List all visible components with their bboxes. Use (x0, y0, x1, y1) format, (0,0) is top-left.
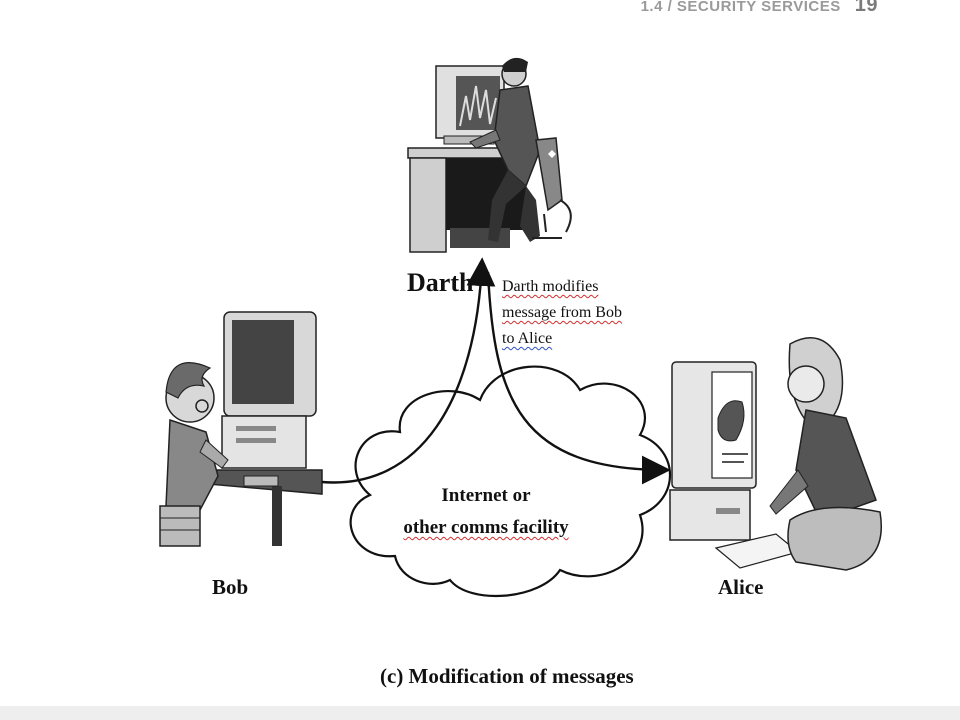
note-line-3: to Alice (502, 330, 553, 347)
footer-bar (0, 706, 960, 720)
alice-illustration (669, 337, 882, 571)
section-title: 1.4 / SECURITY SERVICES (640, 0, 841, 15)
darth-illustration (407, 57, 572, 253)
figure-caption: (c) Modification of messages (380, 664, 634, 688)
note-line-2: message from Bob (502, 304, 622, 321)
darth-to-alice-arrow (486, 271, 671, 485)
bob-illustration (159, 311, 323, 547)
page-header: 1.4 / SECURITY SERVICES 19 (641, 0, 878, 17)
darth-label: Darth (407, 268, 474, 297)
cloud-label: Internet or other comms facility (386, 480, 586, 544)
alice-label: Alice (718, 575, 764, 599)
darth-note: Darth modifies message from Bob to Alice (502, 274, 622, 352)
note-line-1: Darth modifies (502, 278, 599, 295)
page-number: 19 (854, 0, 878, 16)
internet-cloud (349, 365, 672, 598)
cloud-line-2: other comms facility (403, 517, 569, 538)
cloud-line-1: Internet or (441, 485, 531, 506)
bob-to-darth-arrow (321, 257, 496, 484)
bob-label: Bob (212, 575, 249, 599)
